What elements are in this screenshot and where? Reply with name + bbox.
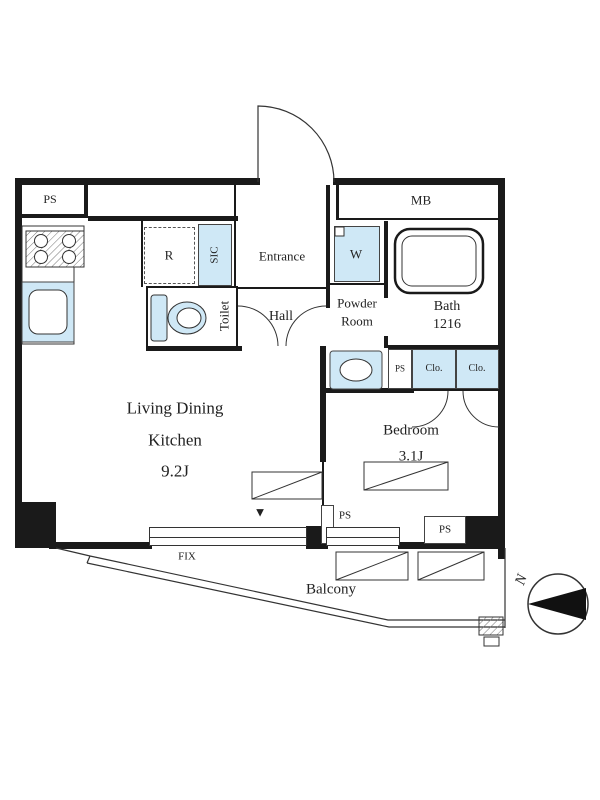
wall-bedroom-top [322, 388, 414, 393]
wall-inner-top [88, 216, 238, 221]
burner-icon [62, 250, 76, 264]
balcony-drain-icon [478, 616, 504, 636]
room-label-sic: SIC [208, 246, 221, 264]
room-label-living-size: 9.2J [161, 461, 189, 481]
wall-entrance-left [234, 185, 236, 288]
ldk-furniture [251, 471, 323, 500]
label-fix-window: FIX [178, 550, 196, 563]
entry-direction-marker: ▼ [253, 504, 267, 520]
bedroom-furniture [363, 461, 449, 491]
wall-bath-left-b [384, 336, 388, 348]
wall-washer-powder [330, 283, 384, 285]
fix-window [149, 527, 307, 546]
wall-left [15, 178, 22, 509]
wall-bottom-2 [398, 542, 505, 549]
room-label-mb: MB [410, 192, 432, 208]
bedroom-window [326, 527, 400, 546]
kitchen-counter [21, 225, 85, 345]
toilet-room [146, 286, 238, 348]
entrance-door-arc [257, 105, 335, 183]
room-label-washer: W [349, 246, 363, 262]
room-label-powder-1: Powder [337, 295, 377, 311]
north-arrow-icon [527, 573, 589, 635]
wall-bottom-1 [49, 542, 152, 549]
balcony-ac-unit-right [417, 551, 485, 581]
wall-entrance-step [236, 287, 326, 289]
balcony-ac-unit-left [335, 551, 409, 581]
room-label-fridge: R [164, 247, 174, 263]
room-label-powder-2: Room [341, 313, 373, 329]
kitchen-sink-icon [21, 281, 75, 343]
wall-ps-right [84, 184, 88, 217]
refrigerator-space [144, 227, 195, 284]
wall-ps-bottom [15, 214, 88, 218]
room-label-closet-left: Clo. [425, 363, 443, 374]
column-bottom-left [15, 502, 56, 548]
room-label-ps-top: PS [43, 192, 57, 206]
room-label-bedroom-size: 3.1J [398, 448, 424, 465]
room-label-closet-right: Clo. [468, 363, 486, 374]
sink-bowl-icon [28, 289, 68, 335]
wall-bath-left-a [384, 221, 388, 298]
wall-toilet-bottom [146, 346, 242, 351]
pipe-space-bottom-box [424, 516, 466, 544]
burner-icon [62, 234, 76, 248]
room-label-bath-size: 1216 [433, 317, 461, 332]
room-label-living-1: Living Dining [126, 398, 224, 418]
wall-kitchen-right [141, 221, 143, 287]
wall-top-left [15, 178, 260, 185]
room-label-balcony: Balcony [306, 581, 356, 598]
burner-icon [34, 234, 48, 248]
closet-right-door-arc [462, 390, 500, 428]
sliding-door-line [322, 462, 324, 542]
room-label-ps-divider: PS [338, 509, 352, 522]
pipe-space-mid [388, 349, 412, 389]
burner-icon [34, 250, 48, 264]
wall-top-right [333, 178, 505, 185]
closet-left-box [412, 349, 456, 389]
bathtub-inner-icon [401, 235, 477, 287]
wall-bath-bottom [388, 345, 505, 349]
room-label-toilet: Toilet [216, 300, 232, 332]
room-label-living-2: Kitchen [148, 430, 202, 450]
stove-icon [25, 230, 85, 268]
room-label-entrance: Entrance [258, 248, 306, 264]
balcony-drain-box [483, 636, 500, 647]
wall-mb-left [336, 185, 339, 220]
room-label-bedroom: Bedroom [383, 422, 439, 439]
north-label: N [512, 572, 531, 588]
wall-right [498, 178, 505, 559]
closet-front-line [412, 389, 499, 391]
wall-mb-bottom [336, 218, 498, 220]
room-label-hall: Hall [268, 309, 294, 324]
wall-ldk-bedroom-divider [320, 346, 326, 462]
room-label-ps-bottom: PS [438, 523, 452, 536]
balcony-railing [55, 547, 506, 628]
vanity-bowl-icon [339, 358, 373, 382]
closet-right-box [456, 349, 499, 389]
room-label-ps-mid: PS [394, 363, 406, 374]
column-bottom-right [466, 516, 505, 548]
room-label-bath: Bath [433, 299, 461, 314]
shoe-closet-sic [198, 224, 232, 286]
vanity-icon [329, 350, 383, 390]
bathtub-icon [393, 227, 485, 295]
wall-hall-right [326, 185, 330, 308]
